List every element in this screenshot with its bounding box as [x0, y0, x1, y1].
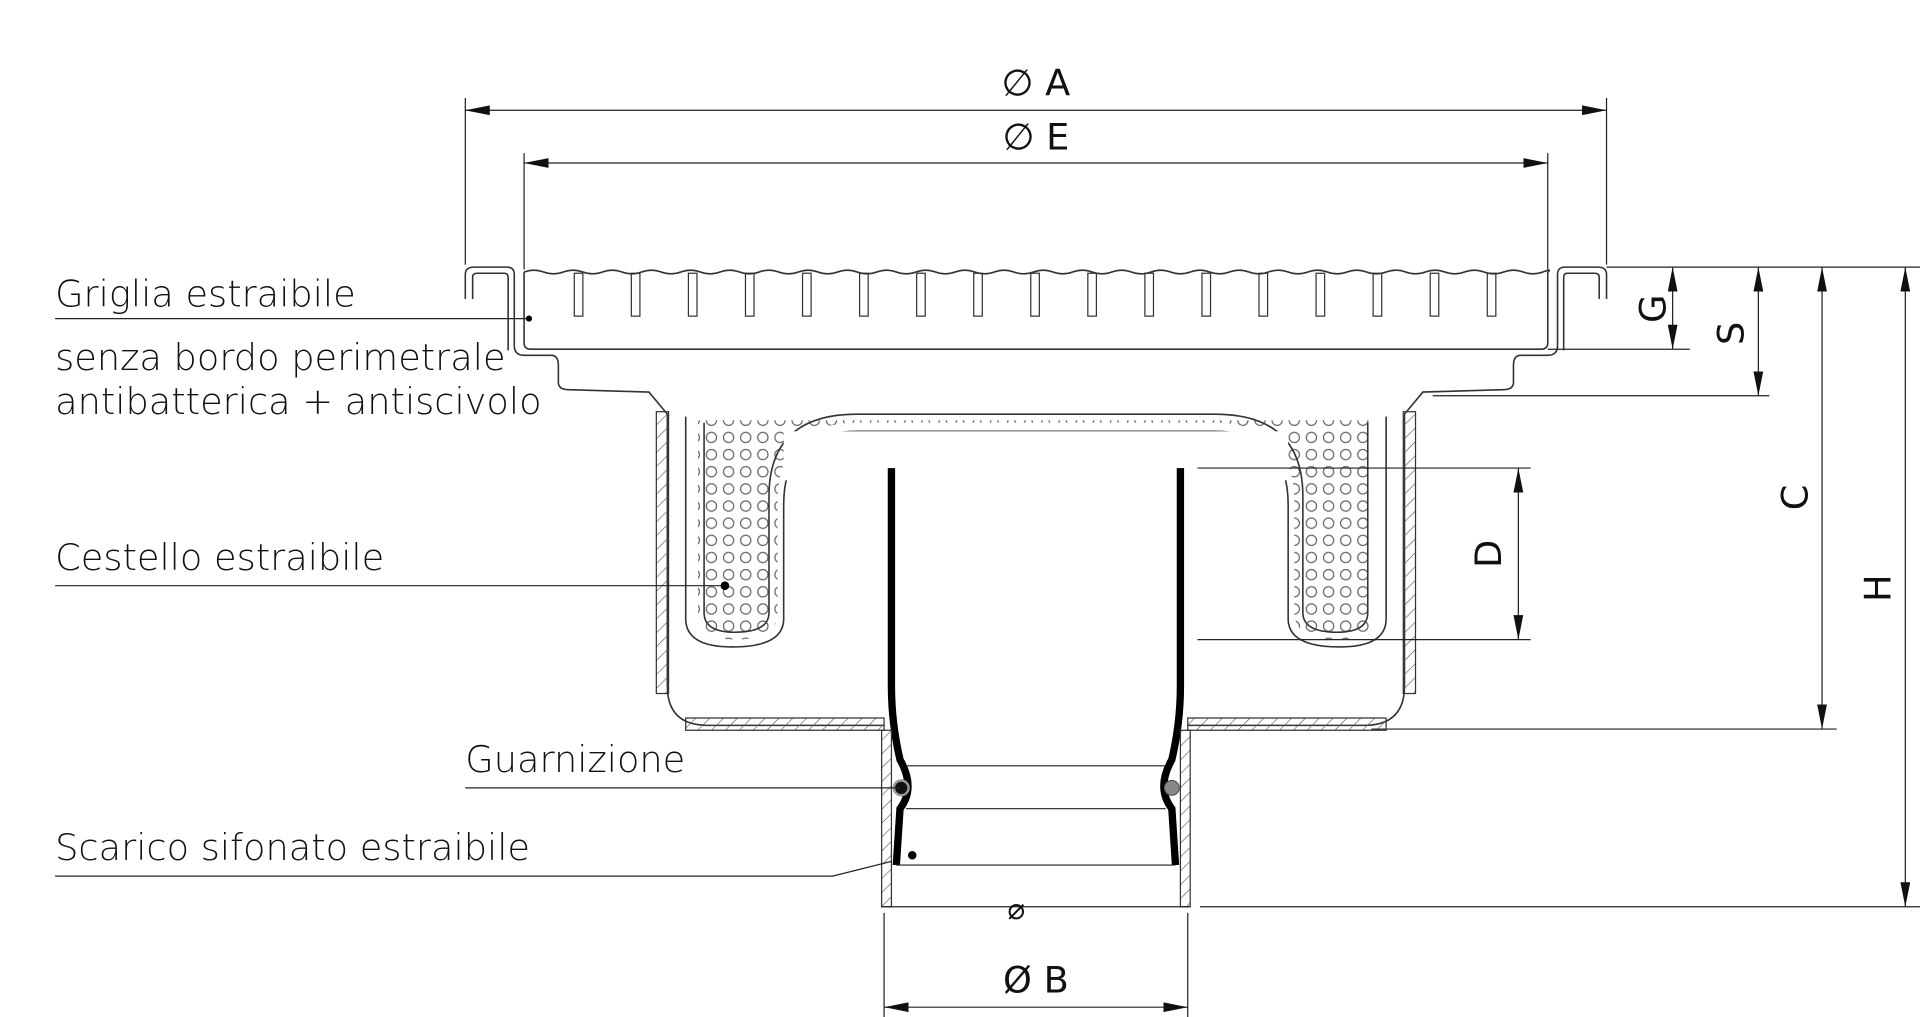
- dim-s-label: S: [1710, 322, 1753, 345]
- grille-tooth: [1429, 272, 1440, 317]
- pipe-diameter-symbol: ⌀: [1007, 892, 1025, 926]
- dim-c-label: C: [1773, 485, 1816, 511]
- grille-tooth: [744, 272, 755, 317]
- drain-body: [464, 266, 1608, 731]
- grille-tooth: [687, 272, 698, 317]
- grille-tooth: [630, 272, 641, 317]
- dim-b-label: Ø B: [1003, 958, 1069, 1001]
- dim-a-label: ∅ A: [1002, 62, 1071, 105]
- grille-tooth: [916, 272, 926, 317]
- dim-e-label: ∅ E: [1002, 115, 1069, 158]
- gasket-right: [1163, 779, 1180, 796]
- siphon-trap: [881, 468, 1191, 908]
- grille-tooth: [973, 272, 983, 317]
- grille-tooth: [1201, 272, 1212, 317]
- removable-basket: [684, 413, 1387, 648]
- dim-g-label: G: [1631, 295, 1674, 323]
- grille-tooth: [573, 272, 584, 317]
- grille-tooth: [1486, 272, 1497, 317]
- grille-tooth: [858, 272, 869, 317]
- dim-d-label: D: [1467, 540, 1510, 568]
- grille-tooth: [1144, 272, 1155, 317]
- label-gasket: Guarnizione: [465, 738, 685, 781]
- grille-tooth: [1087, 272, 1098, 317]
- callouts: [55, 315, 917, 877]
- removable-grille: [523, 269, 1551, 351]
- label-trap: Scarico sifonato estraibile: [55, 826, 530, 869]
- label-basket: Cestello estraibile: [55, 536, 384, 579]
- label-grille-note-2: antibatterica + antiscivolo: [55, 380, 541, 423]
- grille-tooth: [1372, 272, 1383, 317]
- dimensions: [464, 98, 1920, 1017]
- grille-tooth: [1030, 272, 1040, 317]
- grille-tooth: [1258, 272, 1269, 317]
- label-grille: Griglia estraibile: [55, 272, 356, 315]
- dim-h-label: H: [1857, 574, 1900, 602]
- grille-tooth: [801, 272, 812, 317]
- grille-tooth: [1315, 272, 1326, 317]
- label-grille-note-1: senza bordo perimetrale: [55, 336, 506, 379]
